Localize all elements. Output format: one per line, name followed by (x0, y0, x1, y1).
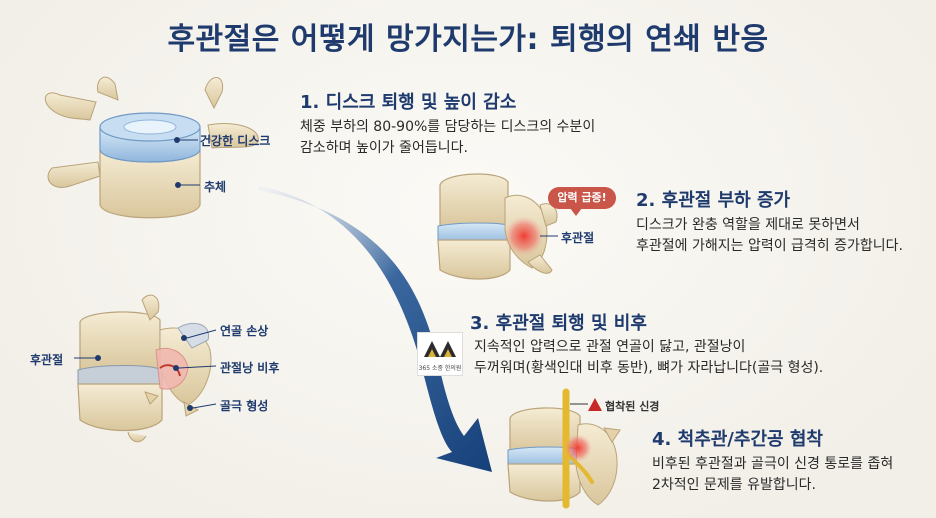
label-healthy-disc: 건강한 디스크 (200, 134, 271, 148)
stage-1-desc-line2: 감소하며 높이가 줄어듭니다. (300, 140, 468, 156)
stage-3-desc-line1: 지속적인 압력으로 관절 연골이 닳고, 관절낭이 (474, 339, 746, 355)
warning-label: 협착된 신경 (588, 398, 659, 414)
stage-2-title: 2. 후관절 부하 증가 (636, 190, 791, 211)
logo-text: 365 소중 한의원 (418, 365, 462, 372)
label-cartilage-damage: 연골 손상 (220, 324, 269, 338)
label-facet-joint-stage3: 후관절 (30, 353, 64, 367)
stage-4-title: 4. 척추관/추간공 협착 (652, 429, 823, 450)
stage-3-desc-line2: 두꺼워며(황색인대 비후 동반), 뼈가 자라납니다(골극 형성). (474, 360, 824, 376)
vertebra-healthy (44, 76, 259, 219)
clinic-logo: 365 소중 한의원 (417, 332, 463, 376)
vertebra-degenerated (74, 294, 217, 443)
stage-4-desc-line1: 비후된 후관절과 골극이 신경 통로를 좁혀 (652, 456, 894, 472)
stage-1-desc-line1: 체중 부하의 80-90%를 담당하는 디스크의 수분이 (300, 119, 596, 135)
label-capsule-thickening: 관절낭 비후 (220, 361, 280, 375)
label-compressed-nerve: 협착된 신경 (605, 400, 660, 413)
pressure-bubble: 압력 급증! (548, 187, 616, 216)
logo-mark-icon (424, 341, 456, 357)
warning-icon (588, 398, 602, 411)
vertebra-pressure (437, 173, 558, 280)
label-vertebral-body: 추체 (204, 180, 227, 194)
stage-2-desc-line1: 디스크가 완충 역할을 제대로 못하면서 (636, 217, 860, 233)
label-facet-joint-stage2: 후관절 (561, 231, 595, 245)
progression-arrow (258, 186, 492, 472)
stage-1-title: 1. 디스크 퇴행 및 높이 감소 (300, 92, 517, 113)
vertebra-stenosis (507, 388, 621, 509)
label-osteophyte: 골극 형성 (220, 399, 269, 413)
stage-3-title: 3. 후관절 퇴행 및 비후 (470, 313, 647, 334)
stage-4-desc-line2: 2차적인 문제를 유발합니다. (652, 477, 816, 493)
page-title: 후관절은 어떻게 망가지는가: 퇴행의 연쇄 반응 (167, 22, 769, 57)
stage-2-desc-line2: 후관절에 가해지는 압력이 급격히 증가합니다. (636, 238, 903, 254)
